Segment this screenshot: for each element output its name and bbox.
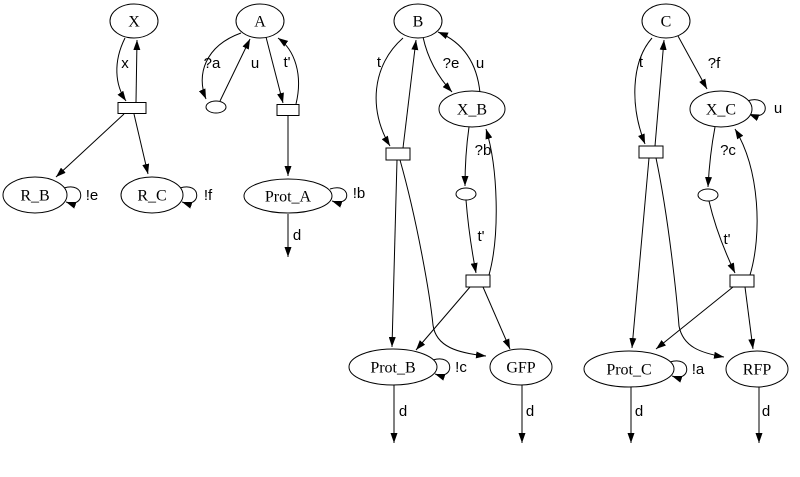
- module-gene-C: C X_C Prot_C RFP t ?f u ?c t' !a d d: [583, 3, 789, 443]
- node-Prot_B: [348, 348, 438, 386]
- edge-label-Prot_A-degrade: d: [293, 227, 301, 244]
- module-gene-B: B X_B Prot_B GFP t ?e u ?b t' !c d d: [348, 3, 553, 443]
- edge-A-to-pA: [198, 32, 242, 100]
- edge-label-Prot_B-self-loop: !c: [455, 359, 467, 376]
- node-label-Prot_A: Prot_A: [265, 189, 312, 206]
- edge-tB1-to-GFP: [399, 159, 487, 359]
- transition-tC1: [638, 145, 664, 159]
- edge-Prot_B-self-loop: [432, 358, 451, 381]
- edge-label-Prot_B-degrade: d: [399, 403, 407, 420]
- edge-tC1-to-C: [654, 39, 667, 147]
- edge-tC1-to-RFP: [655, 157, 725, 359]
- edge-label-X_C-self-loop: u: [774, 100, 782, 117]
- module-gene-A: A Prot_A ?a u t' !b d: [198, 3, 366, 257]
- edge-X_B-to-pB: [461, 126, 470, 187]
- transition-tC2: [729, 274, 755, 288]
- edge-R_B-self-loop: [63, 186, 82, 209]
- node-X: [109, 3, 159, 39]
- node-R_C: [120, 176, 184, 214]
- edge-label-X_B-to-pB: ?b: [475, 142, 492, 159]
- edge-label-pA-to-A: u: [251, 55, 259, 72]
- edge-label-X_B-to-B: u: [476, 55, 484, 72]
- edge-tX-to-X: [133, 39, 141, 103]
- edge-C-to-X_C: [677, 35, 708, 90]
- node-label-R_B: R_B: [20, 188, 49, 205]
- edge-tC2-to-RFP: [744, 286, 756, 350]
- node-B: [393, 3, 443, 39]
- node-X_B: [438, 90, 506, 128]
- edge-A-to-tA: [265, 36, 284, 104]
- node-label-Prot_C: Prot_C: [606, 362, 651, 379]
- edge-label-A-to-pA: ?a: [204, 55, 221, 72]
- node-label-C: C: [661, 14, 672, 31]
- edge-label-Prot_C-degrade: d: [635, 403, 643, 420]
- edge-label-X-to-tX: x: [121, 55, 129, 72]
- point-pA: [205, 100, 227, 114]
- edge-label-C-to-X_C: ?f: [708, 55, 721, 72]
- edge-B-to-tB1: [375, 37, 404, 147]
- edge-label-B-to-X_B: ?e: [443, 55, 460, 72]
- node-Prot_A: [243, 178, 333, 214]
- edge-label-pC-to-tC2: t': [723, 231, 730, 248]
- edge-B-to-X_B: [422, 36, 453, 93]
- node-Prot_C: [583, 350, 675, 388]
- point-pB: [455, 187, 477, 201]
- edge-tB2-to-GFP: [482, 286, 511, 350]
- module-gene-X: X R_B R_C x !e !f: [2, 3, 213, 214]
- edge-label-B-to-tB1: t: [377, 54, 382, 71]
- transition-tB2: [465, 274, 491, 288]
- node-GFP: [489, 348, 553, 386]
- edge-label-Prot_C-self-loop: !a: [692, 361, 705, 378]
- edge-pC-to-tC2: [708, 200, 736, 274]
- edge-X-to-tX: [116, 37, 127, 102]
- edge-tB2-to-Prot_B: [415, 286, 471, 351]
- edge-pA-to-A: [219, 38, 251, 102]
- point-pC: [697, 188, 719, 202]
- node-R_B: [2, 176, 68, 214]
- edge-tX-to-R_C: [133, 113, 150, 175]
- edge-tB1-to-Prot_B: [388, 159, 398, 348]
- node-label-R_C: R_C: [137, 188, 166, 205]
- edge-label-RFP-degrade: d: [762, 403, 770, 420]
- transition-tB1: [385, 147, 411, 161]
- edge-tB1-to-B: [402, 39, 419, 149]
- edge-R_C-self-loop: [179, 186, 198, 209]
- node-label-A: A: [254, 14, 266, 31]
- edge-pB-to-tB2: [465, 199, 478, 274]
- node-label-X_C: X_C: [706, 102, 736, 119]
- transition-tA: [276, 104, 300, 116]
- edge-label-Prot_A-self-loop: !b: [353, 185, 366, 202]
- node-label-X: X: [128, 14, 140, 31]
- node-label-Prot_B: Prot_B: [370, 360, 415, 377]
- edge-label-R_C-self-loop: !f: [204, 187, 213, 204]
- edge-label-pB-to-tB2: t': [477, 228, 484, 245]
- node-label-RFP: RFP: [743, 362, 772, 379]
- edge-tB2-to-X_B: [485, 128, 497, 276]
- node-label-GFP: GFP: [506, 360, 535, 377]
- edge-X_B-to-B: [437, 31, 481, 94]
- edge-Prot_C-self-loop: [669, 360, 688, 383]
- edge-Prot_A-self-loop: [329, 187, 348, 208]
- edge-label-GFP-degrade: d: [526, 403, 534, 420]
- edge-tC2-to-X_C: [734, 128, 758, 276]
- edge-label-R_B-self-loop: !e: [86, 187, 99, 204]
- edge-label-A-to-tA: t': [283, 54, 290, 71]
- node-RFP: [725, 350, 789, 388]
- node-label-B: B: [413, 14, 424, 31]
- edge-tA-to-A: [277, 37, 300, 105]
- transition-tX: [117, 102, 147, 114]
- edge-tX-to-R_B: [55, 113, 125, 178]
- edge-tC2-to-Prot_C: [655, 286, 734, 350]
- node-C: [641, 3, 691, 39]
- node-X_C: [689, 90, 753, 128]
- edge-tC1-to-Prot_C: [629, 157, 650, 349]
- node-label-X_B: X_B: [457, 102, 487, 119]
- edge-label-X_C-to-pC: ?c: [720, 142, 736, 159]
- edge-label-C-to-tC1: t: [639, 54, 644, 71]
- edge-X_C-to-pC: [705, 126, 716, 188]
- node-A: [235, 3, 285, 39]
- edge-C-to-tC1: [634, 37, 653, 145]
- edge-X_C-self-loop: [746, 99, 766, 122]
